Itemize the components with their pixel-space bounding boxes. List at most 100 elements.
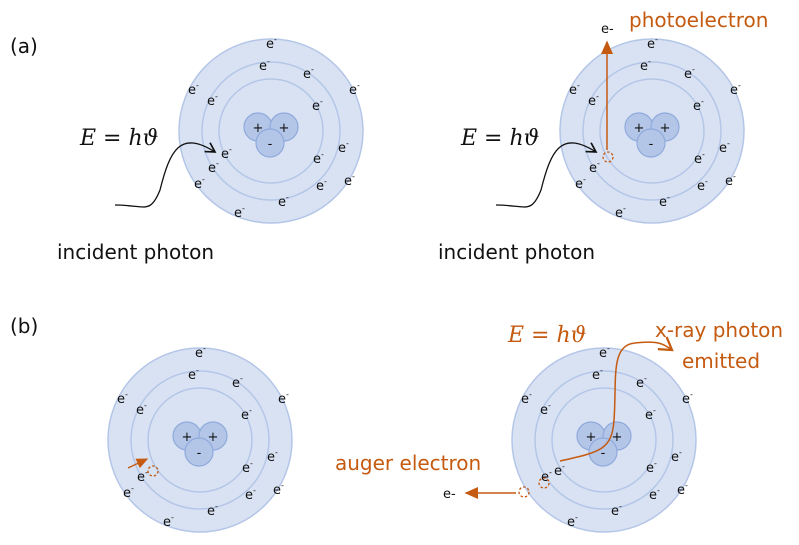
electron: e- <box>541 468 552 485</box>
electron: e- <box>241 406 252 423</box>
electron: e- <box>693 97 704 114</box>
electron-vacancy <box>602 151 614 163</box>
electron: e- <box>232 374 243 391</box>
electron: e- <box>163 513 174 530</box>
nucleon-minus <box>636 128 666 158</box>
electron: e- <box>313 150 324 167</box>
electron-vacancy <box>518 486 530 498</box>
electron: e- <box>659 193 670 210</box>
electron: e- <box>242 459 253 476</box>
auger-electron-symbol: e- <box>443 487 456 502</box>
incident-photon-path <box>495 142 598 208</box>
electron: e- <box>554 462 565 479</box>
electron: e- <box>567 513 578 530</box>
electron-vacancy <box>538 477 550 489</box>
middle-shell <box>201 61 341 201</box>
nucleon-minus <box>184 437 214 467</box>
electron: e- <box>273 481 284 498</box>
atom: ++-e-e-e-e-e-e-e-e-e-e-e-e-e-e-e- <box>559 35 745 224</box>
proton-symbol: + <box>612 430 623 445</box>
nucleon-minus-symbol: - <box>268 137 273 152</box>
electron: e- <box>697 177 708 194</box>
inner-shell <box>599 78 705 184</box>
electron: e- <box>540 401 551 418</box>
electron: e- <box>194 175 205 192</box>
electron: e- <box>575 175 586 192</box>
electron: e- <box>569 81 580 98</box>
electron: e- <box>730 81 741 98</box>
electron: e- <box>589 159 600 176</box>
electron: e- <box>245 486 256 503</box>
electron: e- <box>646 459 657 476</box>
xray-energy-equation: E = hϑ <box>507 323 587 348</box>
photon-energy-equation: E = hϑ <box>79 126 159 151</box>
electron: e- <box>671 448 682 465</box>
electron: e- <box>592 366 603 383</box>
electron: e- <box>278 390 289 407</box>
electron: e- <box>278 193 289 210</box>
electron: e- <box>234 204 245 221</box>
nucleon-minus <box>588 437 618 467</box>
electron: e- <box>725 172 736 189</box>
electron: e- <box>259 57 270 74</box>
electron: e- <box>645 406 656 423</box>
electron: e- <box>123 484 134 501</box>
proton-symbol: + <box>253 121 264 136</box>
nucleon-minus-symbol: - <box>649 137 654 152</box>
proton-symbol: + <box>660 121 671 136</box>
electron: e- <box>266 35 277 52</box>
electron: e- <box>338 139 349 156</box>
electron: e- <box>207 502 218 519</box>
electron: e- <box>137 468 148 485</box>
nucleon-minus <box>255 128 285 158</box>
middle-shell <box>582 61 722 201</box>
electron: e- <box>221 145 232 162</box>
electron: e- <box>207 92 218 109</box>
proton-symbol: + <box>208 430 219 445</box>
electron: e- <box>188 366 199 383</box>
incident-photon-caption: incident photon <box>438 240 595 264</box>
electron: e- <box>611 502 622 519</box>
middle-shell <box>130 370 270 510</box>
nucleon-minus-symbol: - <box>197 446 202 461</box>
electron: e- <box>303 65 314 82</box>
electron: e- <box>719 139 730 156</box>
inner-shell <box>147 387 253 493</box>
electron: e- <box>640 57 651 74</box>
proton-symbol: + <box>586 430 597 445</box>
inner-shell <box>218 78 324 184</box>
photoelectron-symbol: e- <box>601 22 614 37</box>
electron: e- <box>615 204 626 221</box>
electron: e- <box>521 390 532 407</box>
electron: e- <box>682 390 693 407</box>
electron: e- <box>208 159 219 176</box>
electron: e- <box>136 401 147 418</box>
xray-label-line2: emitted <box>682 349 760 373</box>
electron: e- <box>684 65 695 82</box>
panel-b-label: (b) <box>10 314 38 338</box>
proton-symbol: + <box>182 430 193 445</box>
photoelectron-label: photoelectron <box>629 8 768 32</box>
electron: e- <box>344 172 355 189</box>
inner-shell <box>551 387 657 493</box>
middle-shell <box>534 370 674 510</box>
electron: e- <box>647 35 658 52</box>
proton-symbol: + <box>634 121 645 136</box>
atom: ++-e-e-e-e-e-e-e-e-e-e-e-e-e-e-e- <box>511 344 697 533</box>
electron-vacancy <box>147 465 159 477</box>
electron: e- <box>636 374 647 391</box>
electron: e- <box>649 486 660 503</box>
incident-photon-caption: incident photon <box>57 240 214 264</box>
electron-transition-arrow <box>127 458 149 469</box>
incident-photon-path <box>114 142 217 208</box>
electron: e- <box>349 81 360 98</box>
nucleon-minus-symbol: - <box>601 446 606 461</box>
photon-energy-equation: E = hϑ <box>460 126 540 151</box>
panel-a-label: (a) <box>10 34 38 58</box>
auger-electron-label: auger electron <box>335 451 481 475</box>
electron: e- <box>188 81 199 98</box>
electron: e- <box>677 481 688 498</box>
electron: e- <box>267 448 278 465</box>
atom: ++-e-e-e-e-e-e-e-e-e-e-e-e-e-e-e-e- <box>178 35 364 224</box>
